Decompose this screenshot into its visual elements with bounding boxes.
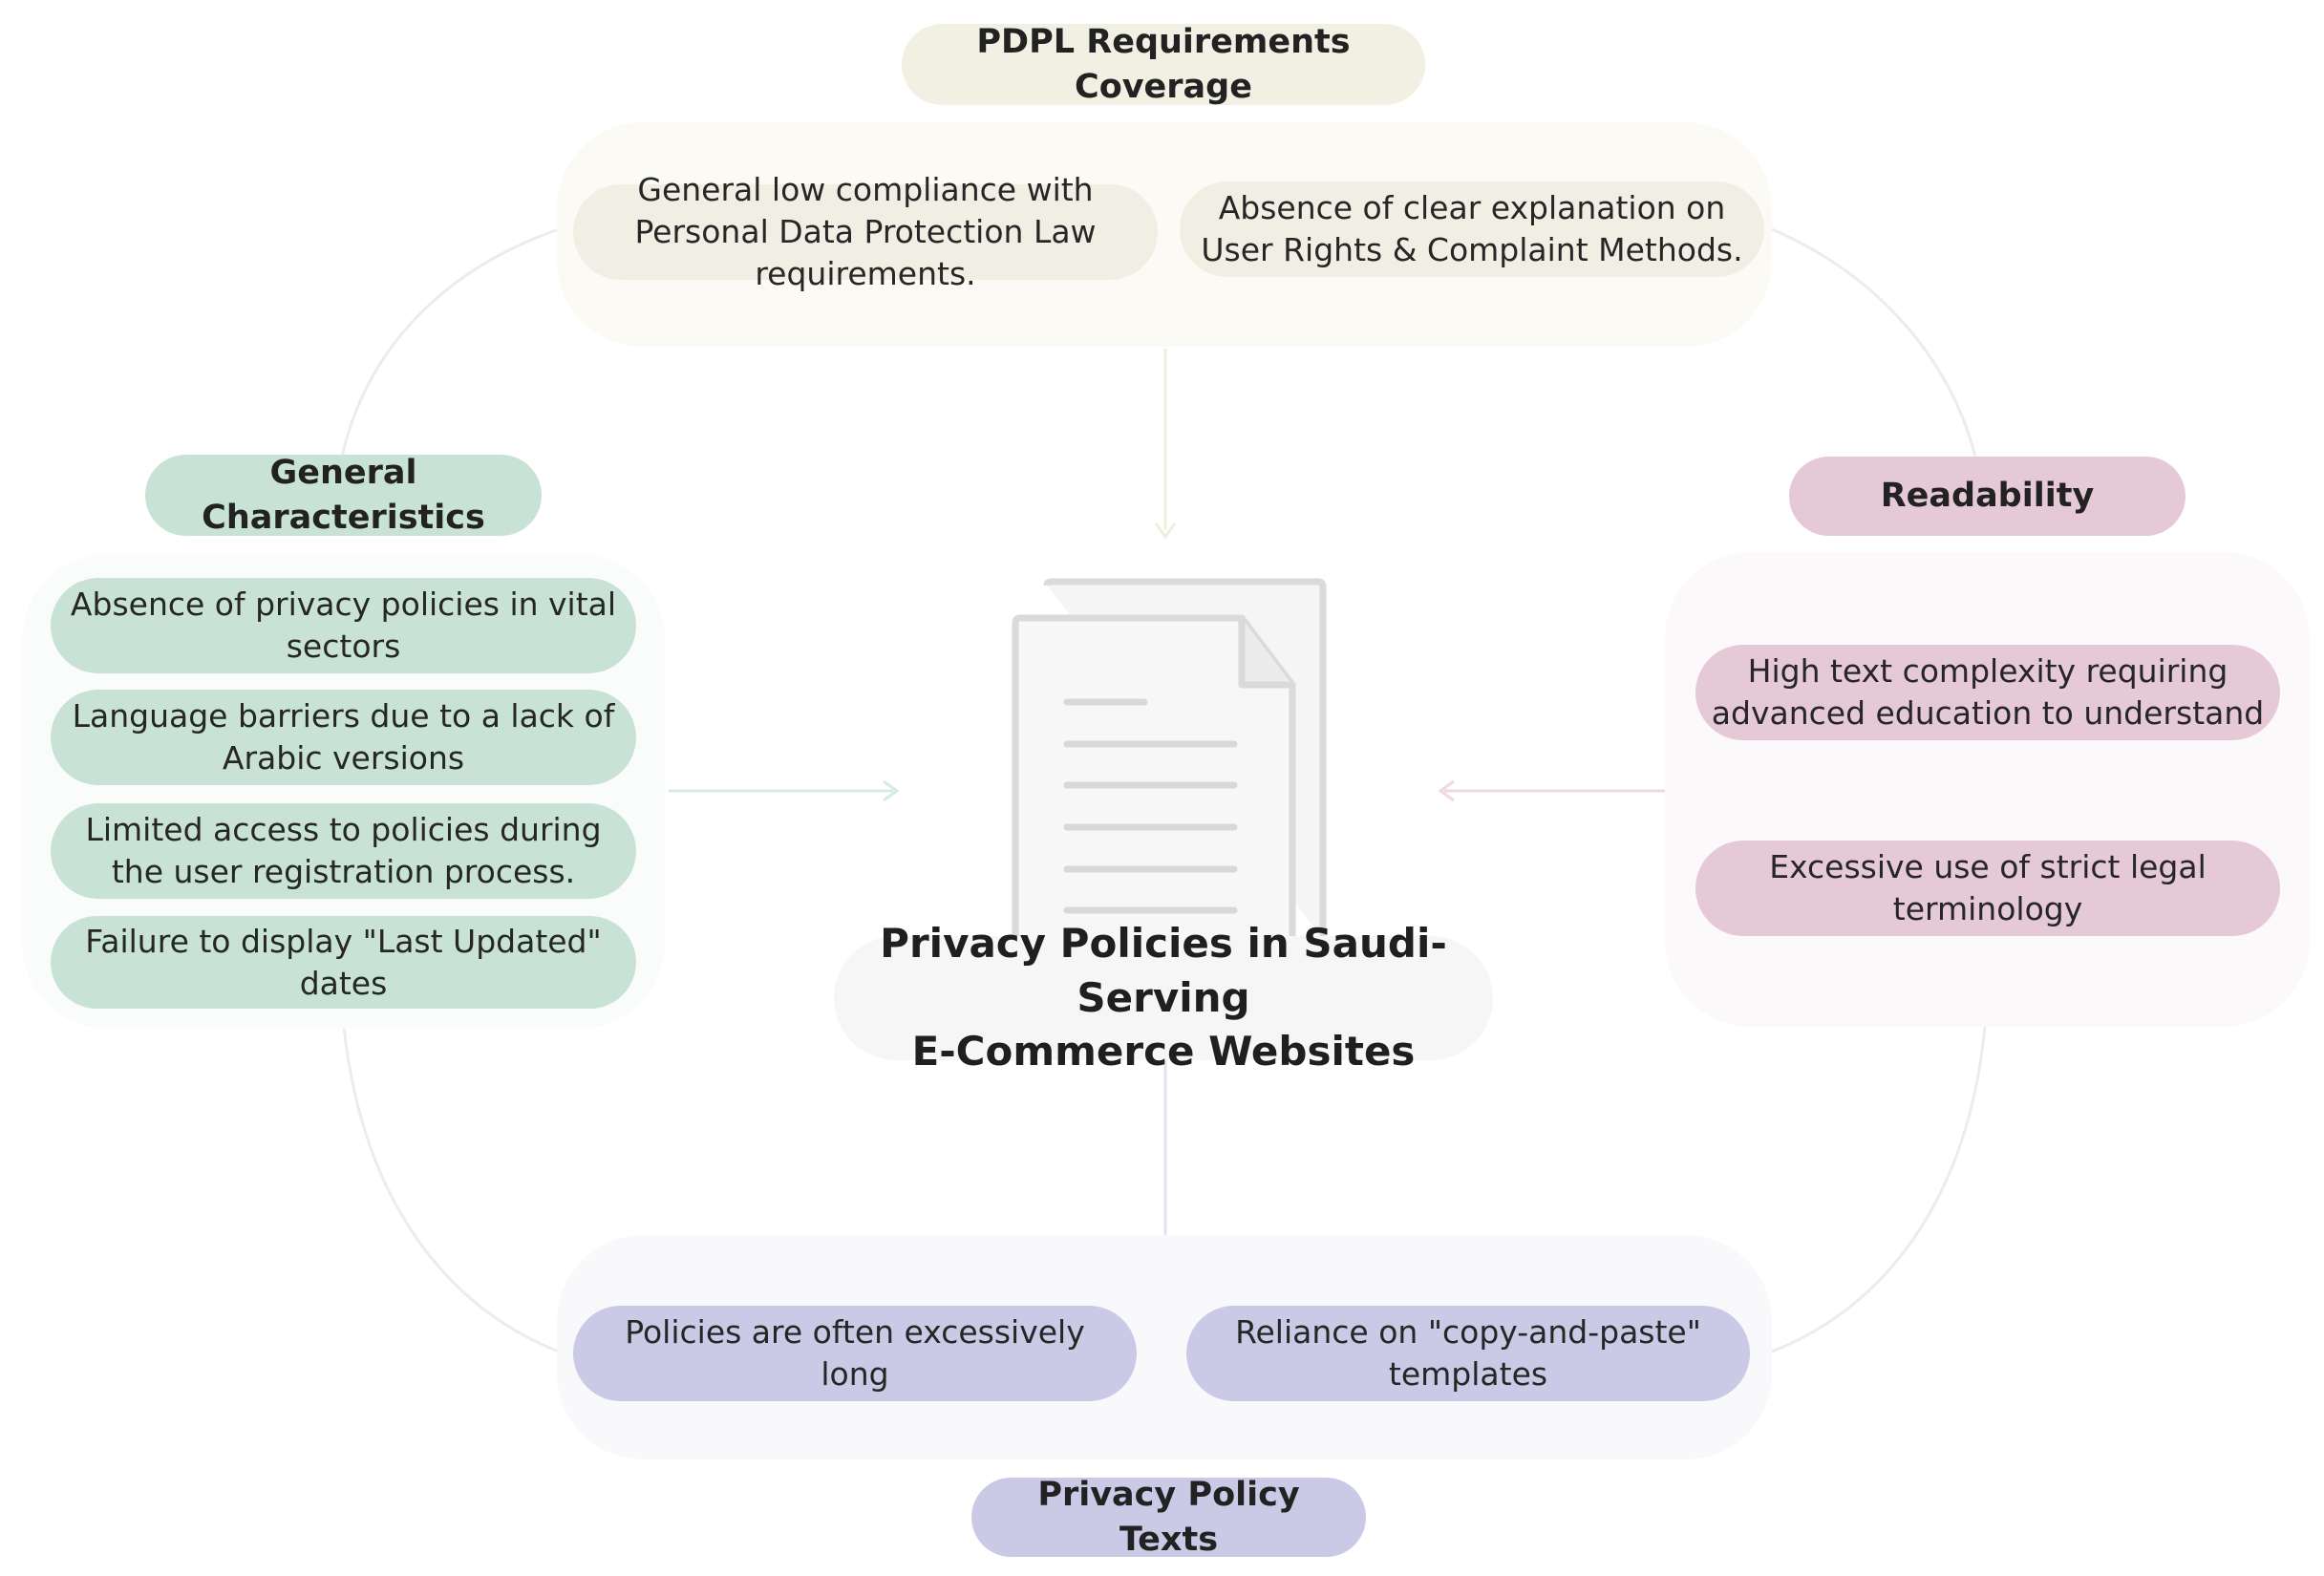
pdpl-title: PDPL Requirements Coverage — [902, 23, 1425, 106]
readability-item: Excessive use of strict legal terminolog… — [1695, 841, 2280, 936]
arc-top-left — [340, 227, 560, 458]
general-item: Limited access to policies during the us… — [51, 803, 636, 899]
general-item: Language barriers due to a lack of Arabi… — [51, 690, 636, 785]
general-item: Absence of privacy policies in vital sec… — [51, 578, 636, 673]
central-topic-line-1: Privacy Policies in Saudi-Serving — [880, 919, 1447, 1021]
pdpl-item: Absence of clear explanation on User Rig… — [1180, 181, 1764, 277]
arc-top-right — [1771, 227, 1977, 458]
arc-bottom-right — [1771, 1026, 1987, 1353]
general-characteristics-title: General Characteristics — [145, 454, 542, 537]
document-fold — [1238, 618, 1292, 689]
readability-group-panel — [1665, 552, 2310, 1027]
central-topic-line-2: E-Commerce Websites — [911, 1028, 1416, 1076]
readability-item: High text complexity requiring advanced … — [1695, 645, 2280, 740]
central-topic: Privacy Policies in Saudi-Serving E-Comm… — [834, 920, 1493, 1075]
general-item: Failure to display "Last Updated" dates — [51, 916, 636, 1009]
texts-item: Reliance on "copy-and-paste" templates — [1186, 1306, 1750, 1401]
arrow-from-general — [669, 779, 900, 802]
pdpl-item: General low compliance with Personal Dat… — [573, 171, 1158, 292]
texts-item: Policies are often excessively long — [573, 1306, 1137, 1401]
readability-title: Readability — [1789, 457, 2185, 536]
document-icon — [1012, 578, 1327, 941]
arrow-from-pdpl — [1154, 349, 1177, 540]
arrow-from-readability — [1438, 779, 1667, 802]
arc-bottom-left — [342, 1026, 560, 1353]
privacy-policy-texts-title: Privacy Policy Texts — [971, 1476, 1366, 1559]
